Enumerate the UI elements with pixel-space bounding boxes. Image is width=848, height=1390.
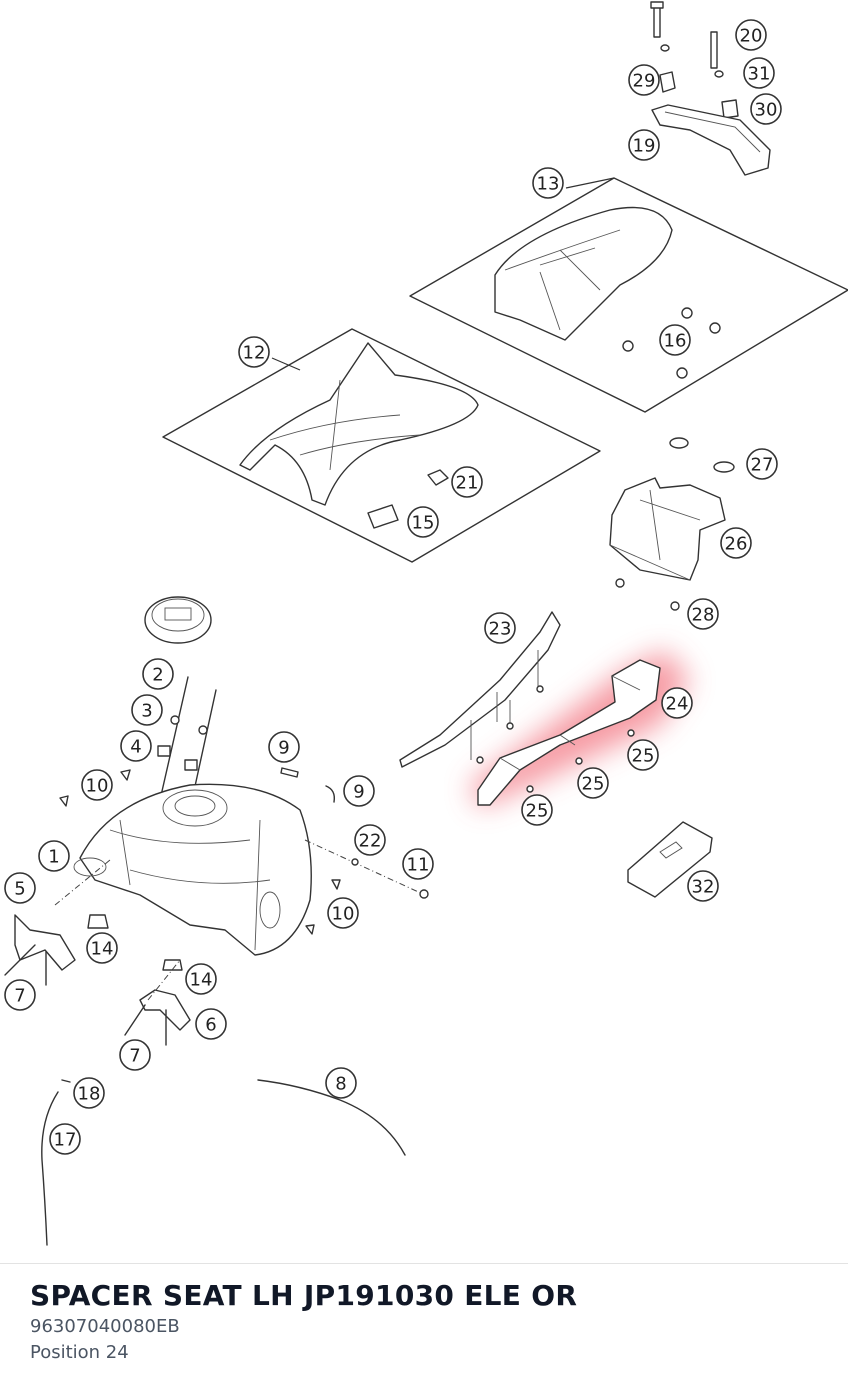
part-position: Position 24 (30, 1342, 129, 1363)
callout-label: 28 (692, 605, 715, 626)
callout-label: 9 (278, 738, 289, 759)
leader-lines (271, 177, 615, 371)
callout-label: 10 (86, 776, 109, 797)
exploded-parts-diagram: 2029313019131612272115262823224349251092… (4, 1, 848, 1246)
front-seat-sheet (162, 328, 601, 563)
callout-26[interactable]: 26 (720, 527, 752, 559)
callout-label: 27 (751, 455, 774, 476)
callout-25[interactable]: 25 (577, 767, 609, 799)
rubber-strip-8 (257, 1079, 406, 1156)
callout-label: 14 (91, 939, 114, 960)
callout-7[interactable]: 7 (119, 1039, 151, 1071)
callout-8[interactable]: 8 (325, 1067, 357, 1099)
part-name: SPACER SEAT LH JP191030 ELE OR (30, 1279, 578, 1312)
callout-label: 9 (353, 782, 364, 803)
callout-1[interactable]: 1 (38, 840, 70, 872)
callout-30[interactable]: 30 (750, 93, 782, 125)
callout-label: 11 (407, 855, 430, 876)
callout-label: 7 (129, 1046, 140, 1067)
callout-21[interactable]: 21 (451, 466, 483, 498)
grab-handle-assembly (650, 1, 771, 176)
callout-17[interactable]: 17 (49, 1123, 81, 1155)
callout-label: 14 (190, 970, 213, 991)
callout-label: 21 (456, 473, 479, 494)
callout-label: 12 (243, 343, 266, 364)
callout-label: 6 (205, 1015, 216, 1036)
callout-label: 22 (359, 831, 382, 852)
callout-6[interactable]: 6 (195, 1008, 227, 1040)
callout-label: 26 (725, 534, 748, 555)
spacer-seat-lh-24 (477, 659, 661, 806)
callout-3[interactable]: 3 (131, 694, 163, 726)
tank-bolts (157, 676, 217, 801)
fuel-cap (144, 596, 212, 644)
callout-label: 17 (54, 1130, 77, 1151)
callout-label: 18 (78, 1084, 101, 1105)
callout-20[interactable]: 20 (735, 19, 767, 51)
callout-14[interactable]: 14 (185, 963, 217, 995)
callout-label: 5 (14, 879, 25, 900)
pad-32 (627, 821, 713, 898)
callout-28[interactable]: 28 (687, 598, 719, 630)
tank-brackets (4, 859, 191, 1046)
callout-22[interactable]: 22 (354, 824, 386, 856)
callout-label: 19 (633, 136, 656, 157)
callout-5[interactable]: 5 (4, 872, 36, 904)
callout-27[interactable]: 27 (746, 448, 778, 480)
callout-9[interactable]: 9 (343, 775, 375, 807)
callout-label: 24 (666, 694, 689, 715)
callout-label: 1 (48, 847, 59, 868)
callout-label: 23 (489, 619, 512, 640)
callout-4[interactable]: 4 (120, 730, 152, 762)
callout-13[interactable]: 13 (532, 167, 564, 199)
callout-19[interactable]: 19 (628, 129, 660, 161)
callout-11[interactable]: 11 (402, 848, 434, 880)
callout-label: 10 (332, 904, 355, 925)
callout-15[interactable]: 15 (407, 506, 439, 538)
divider (0, 1263, 848, 1264)
callout-label: 30 (755, 100, 778, 121)
tank-small-parts (59, 767, 429, 935)
callout-25[interactable]: 25 (521, 794, 553, 826)
callout-label: 3 (141, 701, 152, 722)
callout-9[interactable]: 9 (268, 731, 300, 763)
callout-23[interactable]: 23 (484, 612, 516, 644)
callout-label: 25 (632, 746, 655, 767)
callout-label: 16 (664, 331, 687, 352)
callout-7[interactable]: 7 (4, 979, 36, 1011)
frame-spacer-23 (399, 611, 561, 768)
callout-18[interactable]: 18 (73, 1077, 105, 1109)
part-info-panel: SPACER SEAT LH JP191030 ELE OR 963070400… (30, 1278, 828, 1366)
callout-12[interactable]: 12 (238, 336, 270, 368)
callout-label: 25 (526, 801, 549, 822)
callout-label: 15 (412, 513, 435, 534)
callout-label: 25 (582, 774, 605, 795)
callout-25[interactable]: 25 (627, 739, 659, 771)
callout-32[interactable]: 32 (687, 870, 719, 902)
callout-label: 8 (335, 1074, 346, 1095)
callout-label: 32 (692, 877, 715, 898)
callout-label: 4 (130, 737, 141, 758)
callout-label: 13 (537, 174, 560, 195)
callout-31[interactable]: 31 (743, 57, 775, 89)
fuel-tank (73, 783, 312, 956)
callout-2[interactable]: 2 (142, 658, 174, 690)
callout-14[interactable]: 14 (86, 932, 118, 964)
callout-label: 20 (740, 26, 763, 47)
callout-label: 29 (633, 71, 656, 92)
part-number: 96307040080EB (30, 1316, 180, 1337)
rear-bracket-assembly (609, 437, 735, 611)
rear-seat-sheet (409, 177, 848, 413)
callout-29[interactable]: 29 (628, 64, 660, 96)
callout-label: 2 (152, 665, 163, 686)
callout-10[interactable]: 10 (81, 769, 113, 801)
callout-label: 31 (748, 64, 771, 85)
drain-hose-17 (41, 1079, 71, 1246)
callout-10[interactable]: 10 (327, 897, 359, 929)
callout-label: 7 (14, 986, 25, 1007)
callout-24[interactable]: 24 (661, 687, 693, 719)
callout-16[interactable]: 16 (659, 324, 691, 356)
